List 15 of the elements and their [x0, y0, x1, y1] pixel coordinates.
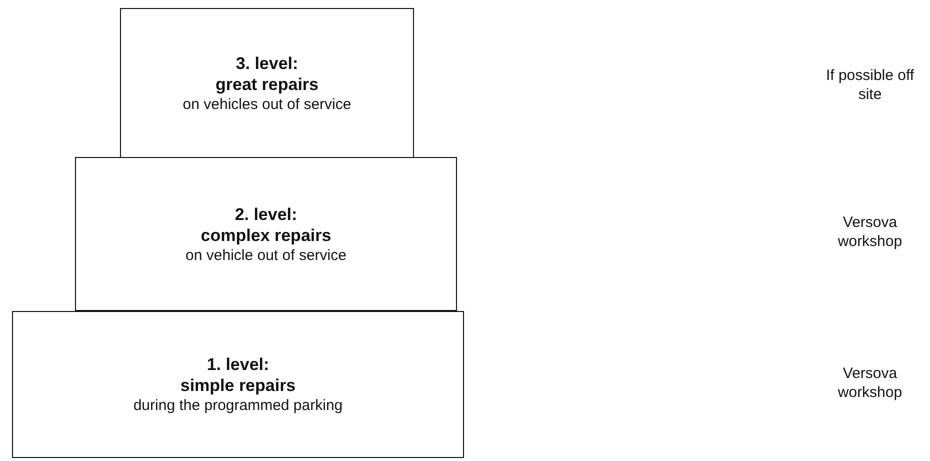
repair-type: great repairs	[216, 74, 318, 95]
repair-condition: on vehicles out of service	[182, 95, 352, 114]
location-note: Versova workshop	[836, 213, 904, 251]
level-heading: 3. level:	[236, 53, 298, 74]
location-note: If possible off site	[825, 66, 915, 104]
repair-type: complex repairs	[200, 224, 332, 246]
repair-condition: during the programmed parking	[133, 396, 343, 415]
level-heading: 2. level:	[234, 204, 298, 224]
level-box	[75, 157, 457, 311]
level-box	[12, 311, 464, 458]
level-box	[120, 8, 414, 159]
location-note: Versova workshop	[836, 364, 904, 402]
level-heading: 1. level:	[206, 354, 270, 375]
repair-condition: on vehicle out of service	[186, 246, 346, 264]
repair-type: simple repairs	[180, 375, 296, 396]
